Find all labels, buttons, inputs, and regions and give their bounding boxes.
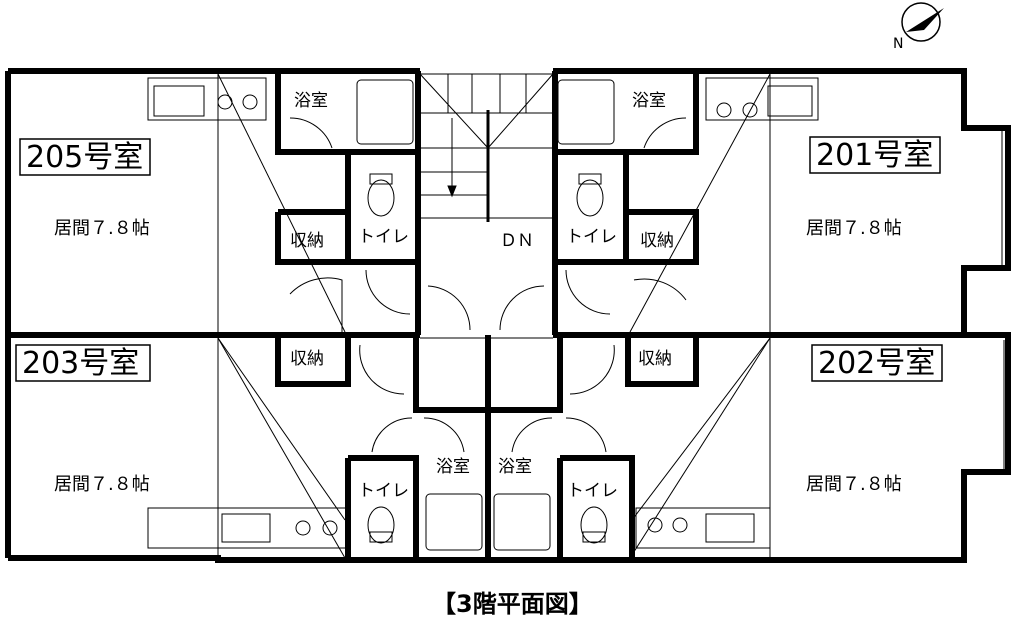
toilet-203-label: トイレ [358, 481, 409, 501]
bath-202-label: 浴室 [498, 457, 532, 477]
room-202-title: 202号室 [818, 346, 935, 381]
living-202-label: 居間７.８帖 [806, 474, 902, 495]
living-205-label: 居間７.８帖 [54, 218, 150, 239]
bath-203-label: 浴室 [436, 457, 470, 477]
storage-203-label: 収納 [290, 349, 324, 369]
storage-202-label: 収納 [638, 349, 672, 369]
room-201-title: 201号室 [816, 138, 933, 173]
storage-205-label: 収納 [290, 231, 324, 251]
toilet-205-label: トイレ [358, 227, 409, 247]
room-number-205: 205号室 [19, 138, 151, 176]
living-203-label: 居間７.８帖 [54, 474, 150, 495]
bath-205-label: 浴室 [294, 91, 328, 111]
compass-north-label: N [893, 36, 903, 52]
toilet-202-label: トイレ [567, 481, 618, 501]
floor-caption: 【3階平面図】 [432, 590, 593, 618]
bath-201-label: 浴室 [632, 91, 666, 111]
storage-201-label: 収納 [640, 231, 674, 251]
toilet-201-label: トイレ [566, 227, 617, 247]
room-203-title: 203号室 [22, 346, 139, 381]
stairs-down-label: ＤＮ [500, 231, 534, 251]
room-number-202: 202号室 [811, 344, 943, 382]
walls [5, 68, 1011, 563]
living-201-label: 居間７.８帖 [806, 218, 902, 239]
room-number-203: 203号室 [15, 344, 151, 382]
north-compass-icon: N [893, 2, 944, 52]
room-number-201: 201号室 [809, 136, 941, 174]
room-205-title: 205号室 [26, 140, 143, 175]
